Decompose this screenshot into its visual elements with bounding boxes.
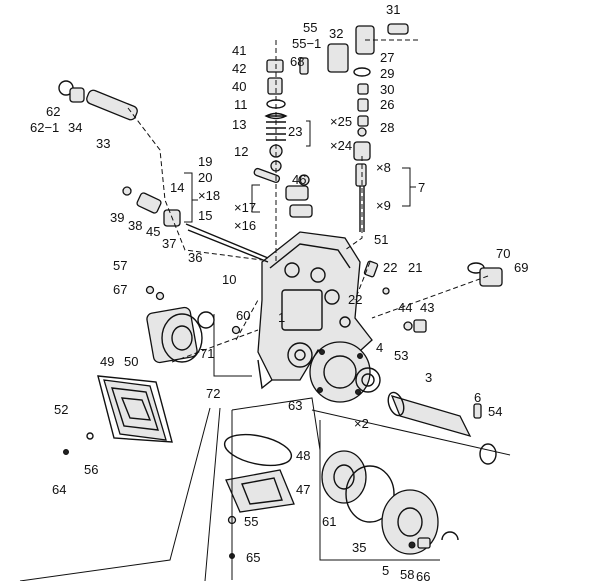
label-19: 19 bbox=[198, 154, 212, 169]
label-10: 10 bbox=[222, 272, 236, 287]
label-30: 30 bbox=[380, 82, 394, 97]
drive-shaft bbox=[321, 367, 497, 555]
label-24: ×24 bbox=[330, 138, 352, 153]
label-44: 44 bbox=[398, 300, 412, 315]
label-22b: 22 bbox=[348, 292, 362, 307]
label-29: 29 bbox=[380, 66, 394, 81]
label-15: 15 bbox=[198, 208, 212, 223]
label-34: 34 bbox=[68, 120, 82, 135]
label-67: 67 bbox=[113, 282, 127, 297]
label-41: 41 bbox=[232, 43, 246, 58]
label-26: 26 bbox=[380, 97, 394, 112]
label-72: 72 bbox=[206, 386, 220, 401]
label-9: ×9 bbox=[376, 198, 391, 213]
label-46: 46 bbox=[292, 172, 306, 187]
label-16: ×16 bbox=[234, 218, 256, 233]
label-68: 68 bbox=[290, 54, 304, 69]
bottom-cover bbox=[223, 433, 295, 559]
label-55-1: 55−1 bbox=[292, 36, 321, 51]
label-3: 3 bbox=[425, 370, 432, 385]
label-60: 60 bbox=[236, 308, 250, 323]
label-17: ×17 bbox=[234, 200, 256, 215]
label-1: 1 bbox=[278, 310, 285, 325]
label-40: 40 bbox=[232, 79, 246, 94]
label-36: 36 bbox=[188, 250, 202, 265]
label-63: 63 bbox=[288, 398, 302, 413]
top-parts bbox=[253, 23, 409, 232]
label-18: ×18 bbox=[198, 188, 220, 203]
label-62: 62 bbox=[46, 104, 60, 119]
label-66: 66 bbox=[416, 569, 430, 581]
label-22a: 22 bbox=[383, 260, 397, 275]
label-49: 49 bbox=[100, 354, 114, 369]
leader-lines bbox=[19, 39, 511, 581]
label-14: 14 bbox=[170, 180, 184, 195]
governor-cover bbox=[145, 285, 215, 364]
label-32: 32 bbox=[329, 26, 343, 41]
label-13: 13 bbox=[232, 117, 246, 132]
label-8: ×8 bbox=[376, 160, 391, 175]
label-31: 31 bbox=[386, 2, 400, 17]
label-48: 48 bbox=[296, 448, 310, 463]
label-4: 4 bbox=[376, 340, 383, 355]
label-65: 65 bbox=[246, 550, 260, 565]
label-42: 42 bbox=[232, 61, 246, 76]
label-53: 53 bbox=[394, 348, 408, 363]
label-5: 5 bbox=[382, 563, 389, 578]
label-47: 47 bbox=[296, 482, 310, 497]
label-58: 58 bbox=[400, 567, 414, 581]
label-69: 69 bbox=[514, 260, 528, 275]
label-56: 56 bbox=[84, 462, 98, 477]
side-cover bbox=[63, 375, 173, 455]
label-52: 52 bbox=[54, 402, 68, 417]
label-70: 70 bbox=[496, 246, 510, 261]
label-71: 71 bbox=[200, 346, 214, 361]
label-33: 33 bbox=[96, 136, 110, 151]
label-61: 61 bbox=[322, 514, 336, 529]
label-6: 6 bbox=[474, 390, 481, 405]
label-54: 54 bbox=[488, 404, 502, 419]
label-55: 55 bbox=[303, 20, 317, 35]
label-38: 38 bbox=[128, 218, 142, 233]
label-37: 37 bbox=[162, 236, 176, 251]
label-23: 23 bbox=[288, 124, 302, 139]
label-7: 7 bbox=[418, 180, 425, 195]
label-11: 11 bbox=[234, 97, 248, 112]
label-12: 12 bbox=[234, 144, 248, 159]
part-labels: 31 55 32 55−1 41 27 68 42 29 40 30 11 26… bbox=[30, 2, 528, 581]
housing-flange bbox=[309, 341, 371, 403]
label-57: 57 bbox=[113, 258, 127, 273]
label-50: 50 bbox=[124, 354, 138, 369]
label-21: 21 bbox=[408, 260, 422, 275]
label-35: 35 bbox=[352, 540, 366, 555]
label-45: 45 bbox=[146, 224, 160, 239]
label-55-bottom: 55 bbox=[244, 514, 258, 529]
label-28: 28 bbox=[380, 120, 394, 135]
label-27: 27 bbox=[380, 50, 394, 65]
label-43: 43 bbox=[420, 300, 434, 315]
label-2: ×2 bbox=[354, 416, 369, 431]
label-62-1: 62−1 bbox=[30, 120, 59, 135]
label-39: 39 bbox=[110, 210, 124, 225]
label-20: 20 bbox=[198, 170, 212, 185]
right-parts bbox=[231, 260, 503, 335]
label-64: 64 bbox=[52, 482, 66, 497]
label-25: ×25 bbox=[330, 114, 352, 129]
label-51: 51 bbox=[374, 232, 388, 247]
